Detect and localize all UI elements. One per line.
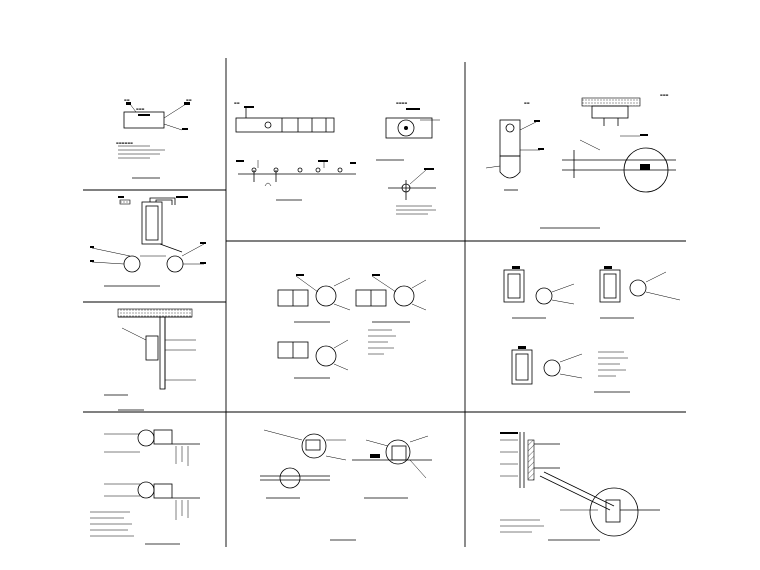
svg-text:▬▬: ▬▬ [186, 98, 192, 102]
panel-8-detail [277, 274, 427, 379]
panel-6-detail [376, 108, 440, 215]
panel-3-detail [104, 308, 196, 411]
panel-9-detail [503, 266, 681, 393]
panel-4-detail [90, 429, 200, 545]
panel-11-detail [500, 432, 660, 541]
svg-text:▬▬: ▬▬ [234, 101, 240, 105]
panel-1-detail [118, 102, 190, 179]
svg-text:▬▬▬: ▬▬▬ [660, 93, 669, 97]
panel-5-detail [235, 106, 356, 201]
svg-text:▬▬▬▬: ▬▬▬▬ [396, 101, 408, 105]
svg-text:▬▬: ▬▬ [524, 101, 530, 105]
panel-2-detail [90, 196, 206, 287]
svg-text:▬▬▬: ▬▬▬ [136, 107, 145, 111]
svg-text:▬▬: ▬▬ [124, 98, 130, 102]
svg-text:▬▬▬▬▬▬: ▬▬▬▬▬▬ [116, 141, 133, 145]
panel-10-detail [260, 429, 432, 541]
panel-grid [83, 58, 686, 547]
annotation-labels: ▬▬ ▬▬ ▬▬▬ ▬▬▬▬▬▬ ▬▬ ▬▬▬▬ ▬▬ ▬▬▬ [116, 93, 669, 145]
panel-7-detail [485, 97, 676, 229]
